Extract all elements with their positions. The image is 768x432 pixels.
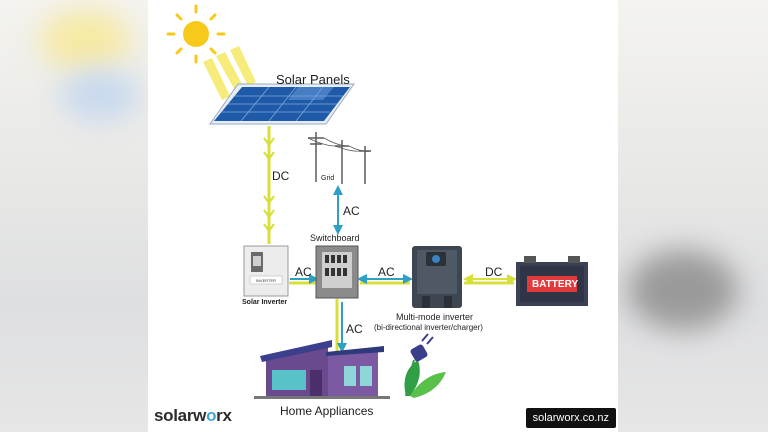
sun-rays — [203, 46, 256, 100]
flow-ac-grid: AC — [343, 204, 360, 218]
flow-dc-battery: DC — [485, 265, 503, 279]
label-battery: BATTERY — [532, 279, 579, 290]
brand-part-3: rx — [216, 406, 232, 425]
label-multimode-line1: Multi-mode inverter — [396, 312, 474, 322]
brand-part-1: solar — [154, 406, 194, 425]
house-icon — [254, 340, 390, 399]
label-grid: Grid — [321, 175, 335, 182]
flow-ac-home: AC — [346, 322, 363, 336]
flow-ac-multimode: AC — [378, 265, 395, 279]
switchboard-icon — [315, 245, 359, 299]
grid-poles-icon — [307, 132, 372, 184]
label-switchboard: Switchboard — [310, 233, 360, 243]
inverter-plate-text: INVERTER — [256, 278, 276, 283]
label-solar-panels: Solar Panels — [276, 72, 350, 87]
label-multimode-line2: (bi-directional inverter/charger) — [374, 323, 483, 332]
dc-chevrons-panels — [263, 137, 275, 233]
solar-inverter-icon — [243, 245, 289, 297]
left-blur-border — [0, 0, 148, 432]
diagram-canvas: INVERTER — [148, 0, 618, 432]
brand-logo: solarworx — [154, 406, 232, 426]
right-blur-border — [618, 0, 768, 432]
sun-icon — [166, 4, 226, 64]
blur-battery-glow — [628, 250, 738, 330]
brand-o: o — [206, 406, 217, 425]
battery-icon — [516, 256, 588, 306]
flow-dc-panels: DC — [272, 169, 290, 183]
blur-sun-glow — [40, 10, 130, 70]
label-solar-inverter: Solar Inverter — [242, 299, 288, 306]
website-url: solarworx.co.nz — [525, 408, 616, 428]
label-home-appliances: Home Appliances — [280, 404, 374, 418]
blur-panel-glow — [60, 70, 140, 120]
flow-ac-inverter: AC — [295, 265, 312, 279]
multimode-inverter-icon — [412, 246, 462, 308]
diagram-graphics: INVERTER — [166, 4, 588, 399]
plug-leaf-icon — [404, 333, 446, 398]
brand-part-2: w — [193, 406, 207, 425]
solar-panel-icon — [209, 83, 355, 125]
